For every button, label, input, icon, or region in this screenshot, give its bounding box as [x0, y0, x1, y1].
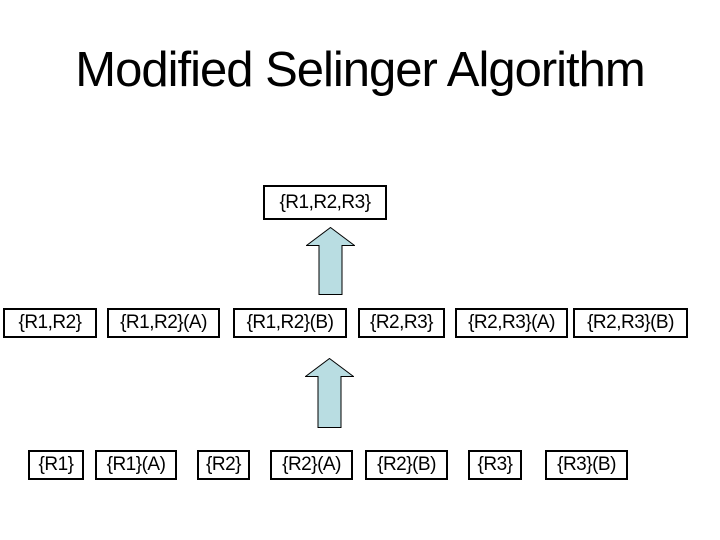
node-r2-a: {R2}(A) — [270, 450, 353, 480]
node-r2: {R2} — [197, 450, 250, 480]
up-arrow-shape — [306, 227, 355, 295]
node-r2-r3-b: {R2,R3}(B) — [573, 308, 688, 338]
node-r3: {R3} — [468, 450, 522, 480]
up-arrow-icon — [305, 358, 354, 428]
up-arrow-icon — [306, 227, 355, 295]
up-arrow-outline — [306, 227, 355, 295]
node-r1-r2-r3: {R1,R2,R3} — [263, 185, 387, 220]
up-arrow-shape — [305, 358, 354, 428]
slide-title: Modified Selinger Algorithm — [75, 43, 645, 97]
node-r3-b: {R3}(B) — [545, 450, 628, 480]
node-r1: {R1} — [28, 450, 84, 480]
up-arrow-outline — [305, 358, 354, 428]
node-r1-r2: {R1,R2} — [3, 308, 97, 338]
node-r1-r2-a: {R1,R2}(A) — [107, 308, 220, 338]
node-r2-r3-a: {R2,R3}(A) — [455, 308, 568, 338]
node-r2-b: {R2}(B) — [365, 450, 448, 480]
node-r1-a: {R1}(A) — [95, 450, 177, 480]
node-r2-r3: {R2,R3} — [358, 308, 445, 338]
node-r1-r2-b: {R1,R2}(B) — [233, 308, 347, 338]
